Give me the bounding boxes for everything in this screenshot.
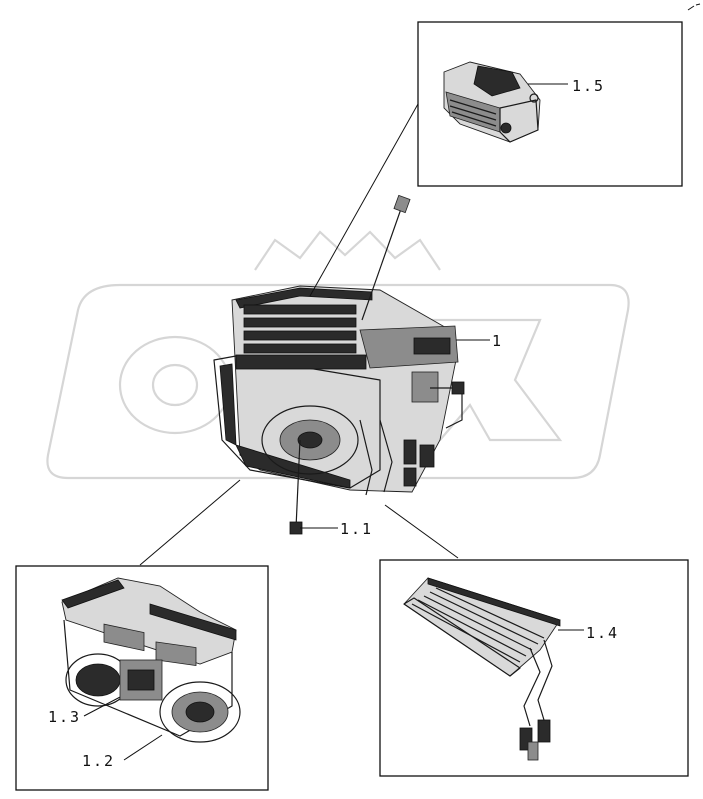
heater-pipes: [359, 419, 393, 496]
callout-resistor: 1.5: [572, 77, 605, 95]
blower-detail-box: [15, 565, 269, 791]
callout-rod: 1.1: [340, 520, 373, 538]
callout-main-unit: 1: [492, 332, 503, 350]
heater-core-detail-box: [379, 559, 689, 777]
blower-motor: [119, 659, 163, 701]
corner-mark: [687, 3, 701, 11]
callout-heater-core: 1.4: [586, 624, 619, 642]
heater-core-pipes: [519, 639, 553, 761]
blower-wheel-left: [65, 653, 131, 707]
top-vent-grille: [243, 304, 357, 354]
callout-labels: 1 1.1 1.5 1.4 1.3 1.2: [48, 77, 619, 770]
callout-blower-housing: 1.3: [48, 708, 81, 726]
blower-wheel-opening: [261, 405, 359, 475]
resistor-detail-box: [417, 21, 683, 187]
blower-wheel-right: [159, 681, 241, 743]
side-connectors: [403, 371, 465, 487]
main-heater-unit: [213, 194, 465, 535]
leader-lines: [83, 83, 584, 761]
callout-blower: 1.2: [82, 752, 115, 770]
